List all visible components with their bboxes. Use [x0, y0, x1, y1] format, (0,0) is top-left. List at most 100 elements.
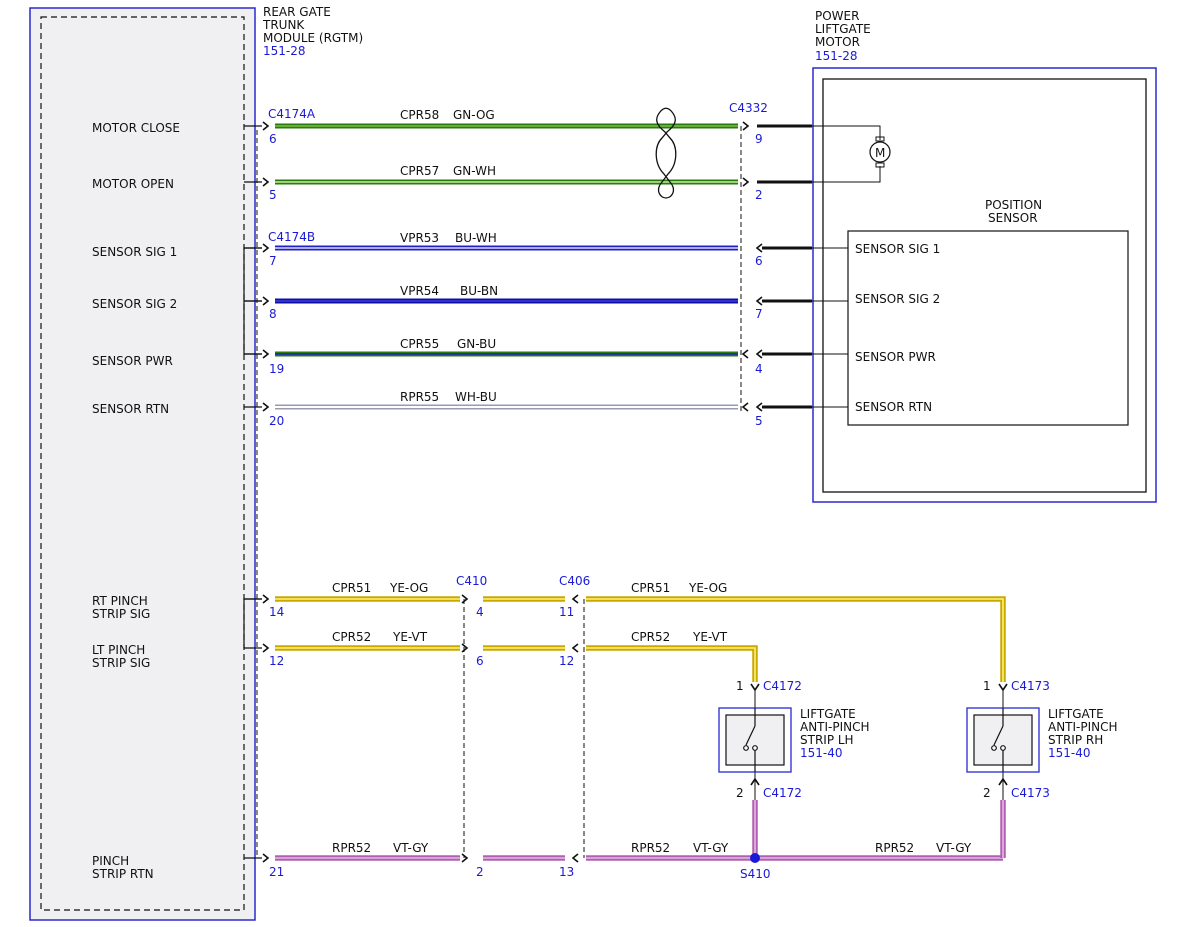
pin-label-sensor-sig1: SENSOR SIG 1 [92, 245, 177, 259]
motor-outer-box [812, 67, 1157, 503]
pin-label-pinch-rtn-1: PINCH [92, 854, 129, 868]
pin-label-motor-close: MOTOR CLOSE [92, 121, 180, 135]
c410-c406-chevrons [461, 594, 579, 863]
motor-lead-bottom [812, 166, 881, 183]
rgtm-title-line-2: TRUNK [262, 18, 305, 32]
pin-rtn-c410: 2 [476, 865, 484, 879]
rgtm-module: REAR GATE TRUNK MODULE (RGTM) 151-28 MOT… [29, 5, 363, 921]
strip-lh-switch-icon [743, 708, 758, 772]
pin-rt-14: 14 [269, 605, 284, 619]
strip-rh-pin-top: 1 [983, 679, 991, 693]
wire-cpr55-code: CPR55 [400, 337, 439, 351]
wire-vpr54-color: BU-BN [460, 284, 498, 298]
strip-lh-connector-bottom: C4172 [763, 786, 802, 800]
wire-cpr58-color: GN-OG [453, 108, 495, 122]
wire-rpr52-code: RPR52 [332, 841, 371, 855]
wire-rpr55-code: RPR55 [400, 390, 439, 404]
pin-c4174b-8: 8 [269, 307, 277, 321]
rgtm-ref: 151-28 [263, 44, 306, 58]
pin-label-pinch-rtn-2: STRIP RTN [92, 867, 154, 881]
pin-c4332-2: 2 [755, 188, 763, 202]
upper-harness: CPR58 GN-OG CPR57 GN-WH VPR53 BU-WH VPR5… [268, 101, 812, 428]
anti-pinch-strip-lh: 1 C4172 LIFTGATE ANTI-PINCH STRIP LH 151… [718, 679, 870, 800]
sensor-label-rtn: SENSOR RTN [855, 400, 932, 414]
pin-rtn-c406: 13 [559, 865, 574, 879]
pin-label-lt-pinch-1: LT PINCH [92, 643, 145, 657]
wire-cpr51-code-2: CPR51 [631, 581, 670, 595]
motor-brush-bottom [875, 162, 885, 168]
wire-rpr52-color-2: VT-GY [693, 841, 729, 855]
anti-pinch-strip-rh: 1 C4173 LIFTGATE ANTI-PINCH STRIP RH 151… [966, 679, 1118, 800]
wire-cpr51-code: CPR51 [332, 581, 371, 595]
pin-c4332-7: 7 [755, 307, 763, 321]
wire-cpr51-color: YE-OG [389, 581, 428, 595]
rgtm-title-line-3: MODULE (RGTM) [263, 31, 363, 45]
pin-c4332-5: 5 [755, 414, 763, 428]
wire-vpr53-color: BU-WH [455, 231, 497, 245]
wire-cpr52-color-2: YE-VT [692, 630, 728, 644]
wire-cpr55-color: GN-BU [457, 337, 496, 351]
lower-harness: CPR51 YE-OG CPR51 YE-OG CPR52 YE-VT CPR5… [269, 574, 1008, 881]
wire-cpr51-color-2: YE-OG [688, 581, 727, 595]
motor-inner-box [822, 78, 1147, 493]
sensor-label-sig2: SENSOR SIG 2 [855, 292, 940, 306]
wire-rpr52-code-3: RPR52 [875, 841, 914, 855]
position-sensor-box [847, 230, 1129, 426]
c4332-chevrons [741, 121, 763, 412]
sensor-title-line-1: POSITION [985, 198, 1042, 212]
rgtm-module-inner-dashed [40, 16, 245, 911]
wire-cpr52-code-2: CPR52 [631, 630, 670, 644]
pin-c4174a-5: 5 [269, 188, 277, 202]
wire-cpr51 [275, 596, 1006, 682]
pin-rt-c410: 4 [476, 605, 484, 619]
wire-vpr53-code: VPR53 [400, 231, 439, 245]
connector-c406: C406 [559, 574, 590, 588]
sensor-leads [812, 247, 848, 408]
strip-rh-pin-bottom: 2 [983, 786, 991, 800]
pin-lt-12: 12 [269, 654, 284, 668]
twisted-pair-symbol [655, 107, 677, 199]
wire-rpr52 [275, 800, 1006, 861]
wire-cpr52-color: YE-VT [392, 630, 428, 644]
wire-cpr57-color: GN-WH [453, 164, 496, 178]
sensor-title-line-2: SENSOR [988, 211, 1038, 225]
wire-vpr54-code: VPR54 [400, 284, 439, 298]
rgtm-module-outline [29, 7, 256, 921]
strip-lh-connector-top: C4172 [763, 679, 802, 693]
wire-cpr52-code: CPR52 [332, 630, 371, 644]
motor-title-line-2: LIFTGATE [815, 22, 871, 36]
strip-connector-chevrons [750, 683, 1008, 786]
pin-label-sensor-sig2: SENSOR SIG 2 [92, 297, 177, 311]
strip-rh-ref: 151-40 [1048, 746, 1091, 760]
motor-icon-letter: M [875, 146, 885, 160]
wire-rpr52-code-2: RPR52 [631, 841, 670, 855]
pin-c4332-4: 4 [755, 362, 763, 376]
sensor-label-sig1: SENSOR SIG 1 [855, 242, 940, 256]
pin-c4174b-20: 20 [269, 414, 284, 428]
connector-c4174b: C4174B [268, 230, 315, 244]
strip-rh-switch-icon [991, 708, 1006, 772]
motor-title-line-3: MOTOR [815, 35, 860, 49]
wire-cpr58-code: CPR58 [400, 108, 439, 122]
wire-rpr52-color-3: VT-GY [936, 841, 972, 855]
strip-rh-connector-bottom: C4173 [1011, 786, 1050, 800]
motor-ref: 151-28 [815, 49, 858, 63]
pin-rt-c406: 11 [559, 605, 574, 619]
strip-lh-pin-bottom: 2 [736, 786, 744, 800]
sensor-label-pwr: SENSOR PWR [855, 350, 936, 364]
splice-s410 [750, 853, 760, 863]
strip-lh-pin-top: 1 [736, 679, 744, 693]
motor-brush-top [875, 136, 885, 142]
strip-lh-title-1: LIFTGATE [800, 707, 856, 721]
strip-lh-ref: 151-40 [800, 746, 843, 760]
rgtm-internal-stubs [243, 125, 262, 859]
strip-rh-title-3: STRIP RH [1048, 733, 1103, 747]
pin-c4174b-19: 19 [269, 362, 284, 376]
pin-lt-c410: 6 [476, 654, 484, 668]
pin-c4174a-6: 6 [269, 132, 277, 146]
pin-label-sensor-pwr: SENSOR PWR [92, 354, 173, 368]
connector-c410: C410 [456, 574, 487, 588]
pin-rtn-21: 21 [269, 865, 284, 879]
motor-lead-top [812, 125, 881, 140]
